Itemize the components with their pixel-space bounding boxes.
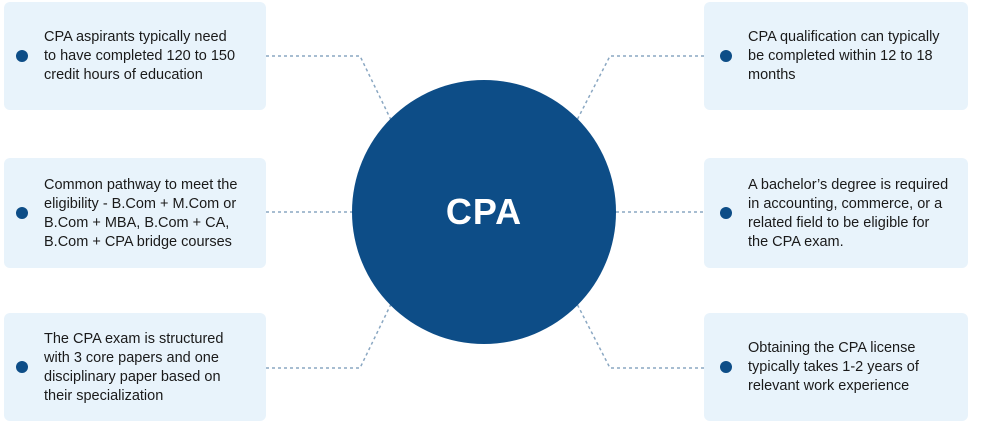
right-card-2-text: A bachelor’s degree is required in accou… — [748, 177, 949, 250]
bullet-dot-icon — [720, 50, 732, 62]
right-card-3: Obtaining the CPA license typically take… — [704, 313, 968, 421]
right-card-1: CPA qualification can typically be compl… — [704, 2, 968, 110]
left-card-2: Common pathway to meet the eligibility -… — [4, 158, 266, 268]
center-circle: CPA — [352, 80, 616, 344]
left-card-3-text: The CPA exam is structured with 3 core p… — [44, 331, 224, 404]
connector-left-bottom — [266, 301, 393, 369]
right-card-2: A bachelor’s degree is required in accou… — [704, 158, 968, 268]
connector-right-top — [575, 55, 704, 123]
bullet-dot-icon — [16, 361, 28, 373]
left-card-1-text: CPA aspirants typically need to have com… — [44, 29, 236, 83]
center-label: CPA — [445, 191, 523, 232]
bullet-dot-icon — [720, 361, 732, 373]
bullet-dot-icon — [16, 207, 28, 219]
left-card-1: CPA aspirants typically need to have com… — [4, 2, 266, 110]
bullet-dot-icon — [16, 50, 28, 62]
connector-right-bottom — [575, 301, 704, 369]
left-card-2-text: Common pathway to meet the eligibility -… — [44, 177, 238, 250]
bullet-dot-icon — [720, 207, 732, 219]
right-card-1-text: CPA qualification can typically be compl… — [748, 29, 940, 83]
right-card-3-text: Obtaining the CPA license typically take… — [748, 340, 919, 394]
connector-left-top — [266, 55, 393, 123]
left-card-3: The CPA exam is structured with 3 core p… — [4, 313, 266, 421]
